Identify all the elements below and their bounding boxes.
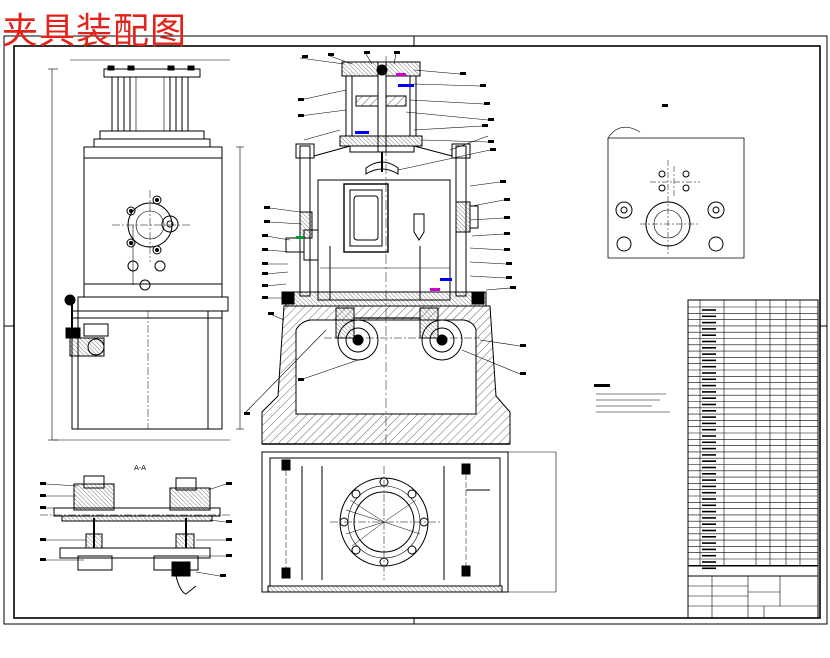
drawing-title: 夹具装配图 — [2, 11, 188, 52]
detail-view — [607, 104, 745, 259]
section-label: A-A — [134, 464, 146, 472]
technical-notes — [594, 384, 670, 413]
top-view — [261, 451, 557, 593]
front-view — [48, 59, 244, 441]
parts-list — [687, 299, 819, 619]
section-view — [243, 51, 526, 446]
drawing-frame — [3, 35, 828, 625]
section-a-a: A-A — [40, 464, 232, 595]
